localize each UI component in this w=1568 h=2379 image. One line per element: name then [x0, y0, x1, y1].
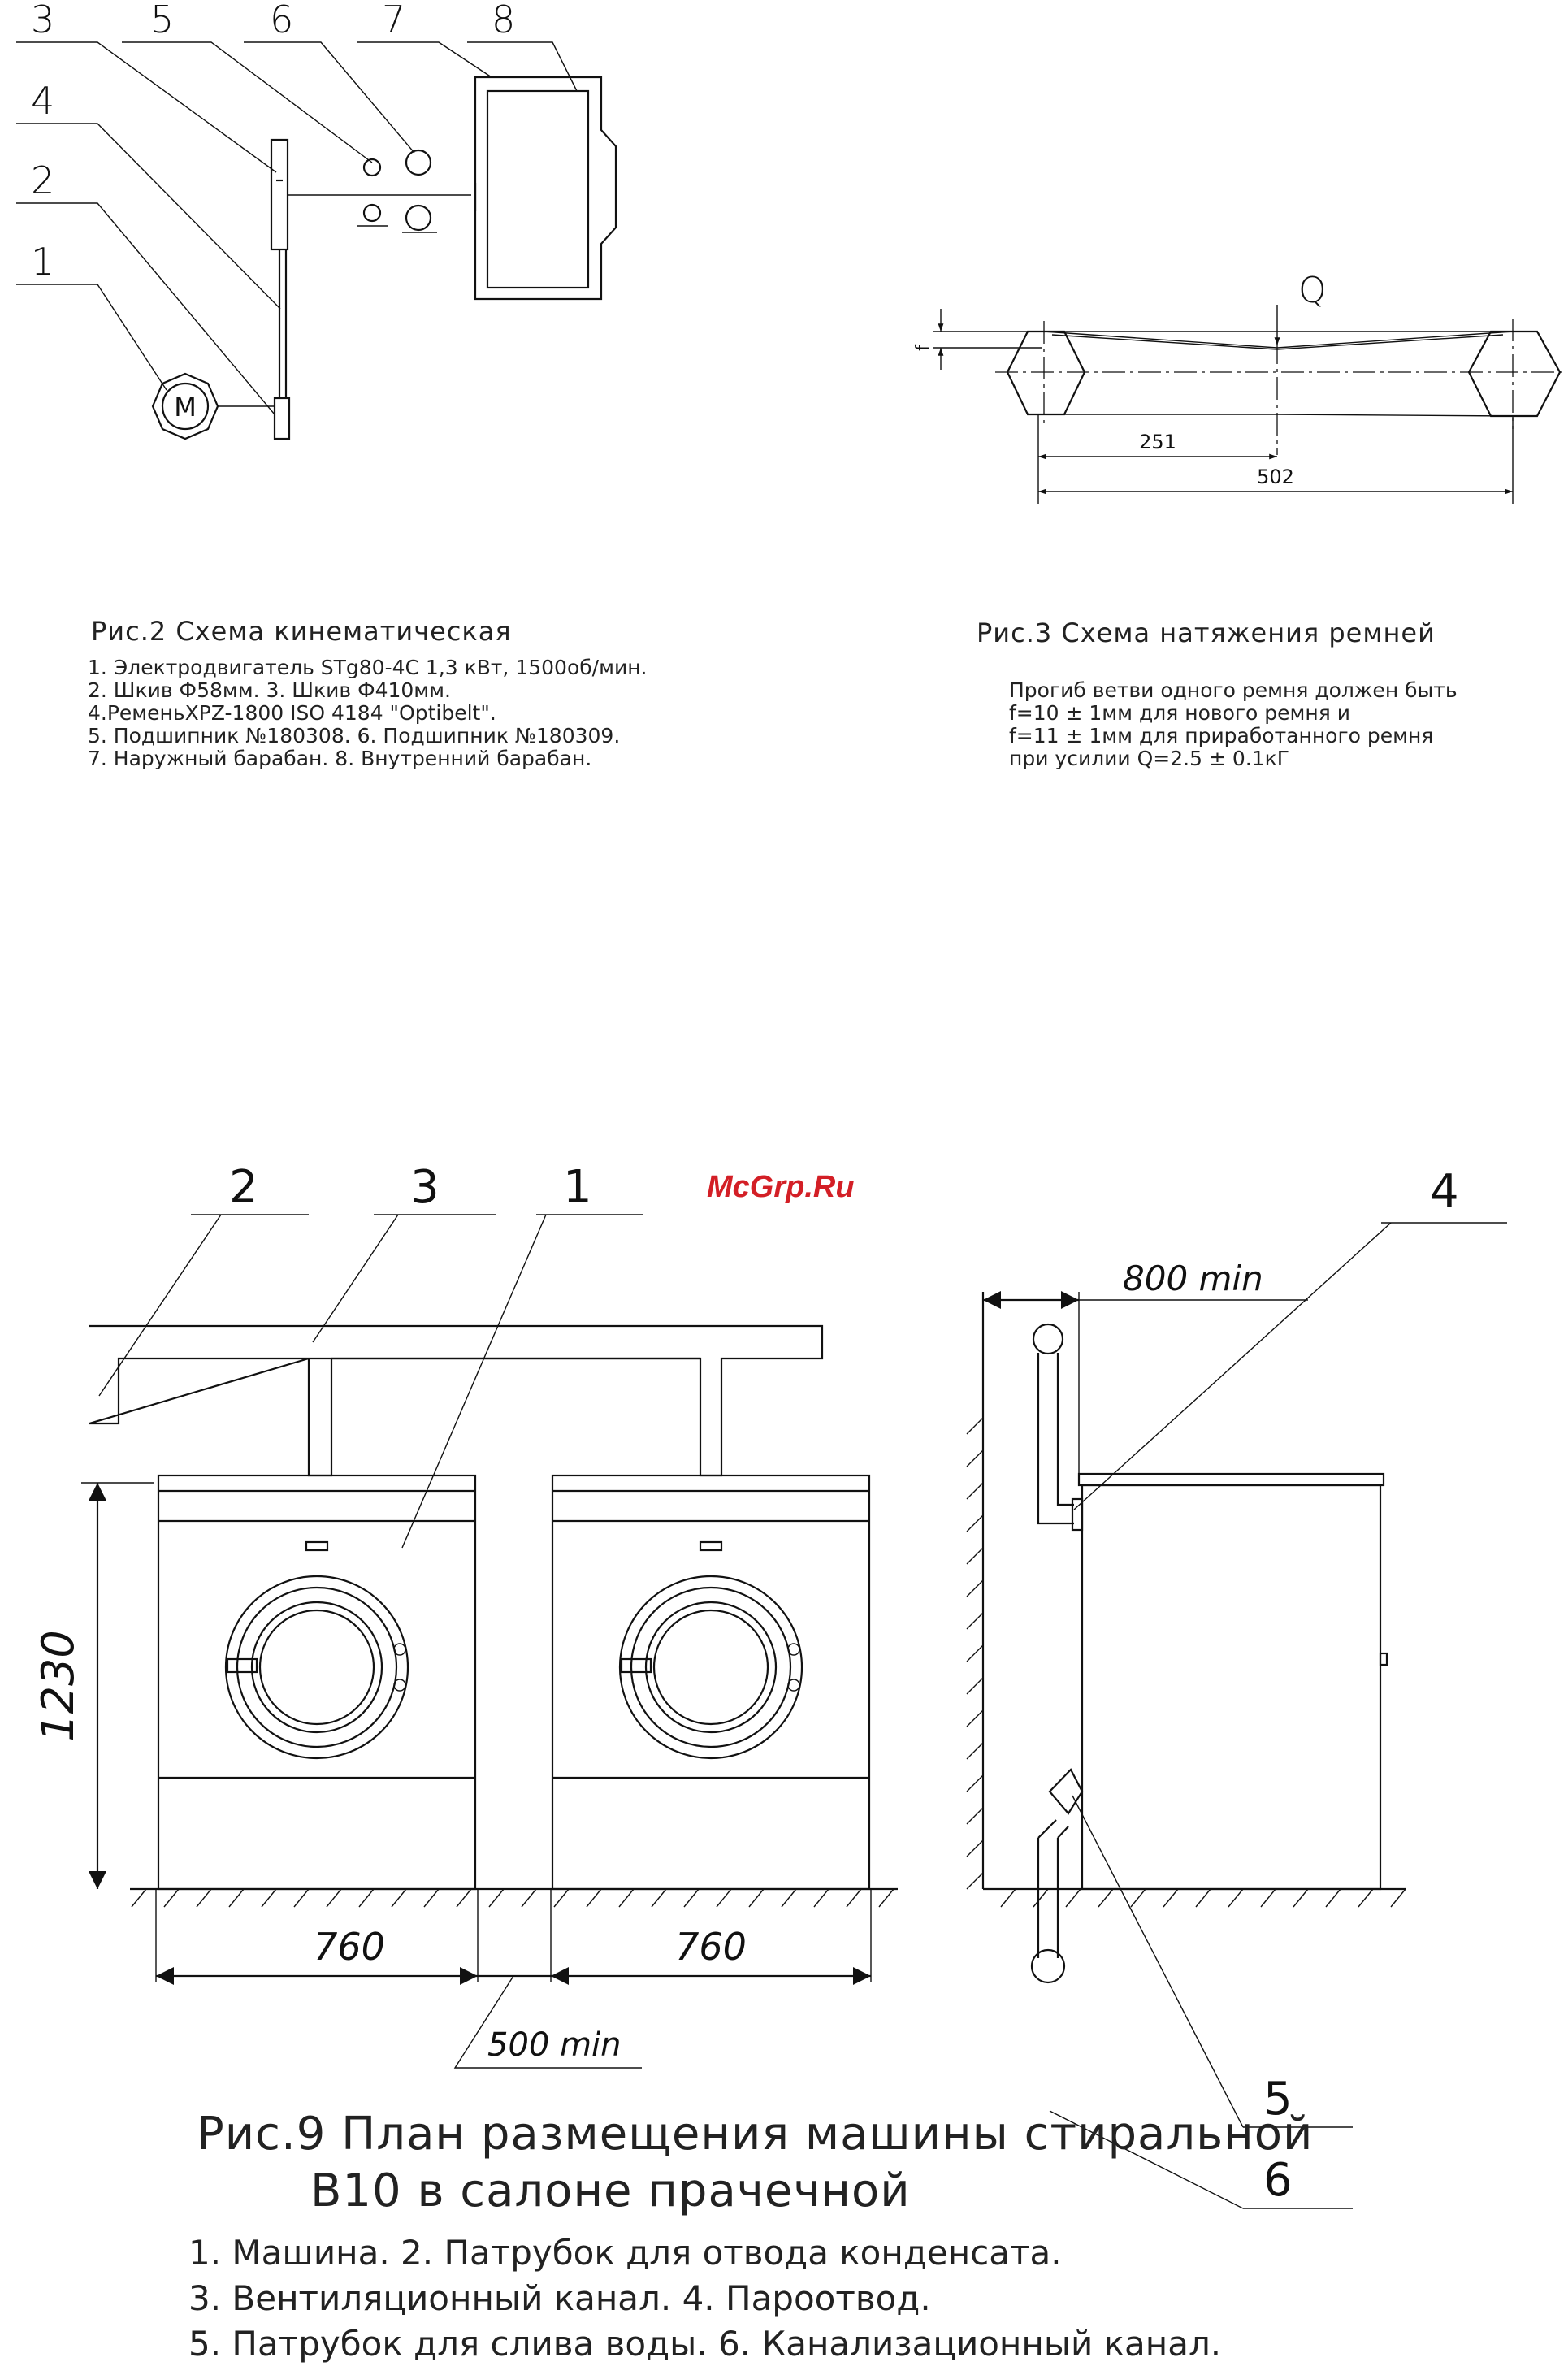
bearing-6-top — [405, 149, 432, 176]
fig9-callout-6: 6 — [1263, 2154, 1293, 2207]
steam-outlet-pipe — [1037, 1353, 1074, 1525]
steam-outlet-pipe-end — [1032, 1323, 1064, 1355]
washing-machine-left — [157, 1474, 477, 1891]
fig9-callout-1: 1 — [563, 1161, 592, 1214]
fig2-caption: Рис.2 Схема кинематическая 1. Электродви… — [88, 616, 648, 770]
dim-502-label: 502 — [1257, 466, 1294, 488]
fig9-callout-4: 4 — [1430, 1165, 1459, 1218]
force-label: Q — [1298, 270, 1327, 311]
fig9-legend: 1. Машина. 2. Патрубок для отвода конден… — [188, 2230, 1221, 2367]
inner-drum — [486, 89, 590, 289]
sewer-channel — [1030, 1948, 1066, 1984]
floor-hatch — [131, 1888, 894, 1908]
machine-side-body — [1081, 1484, 1382, 1891]
bearing-5-top — [362, 158, 382, 177]
fig2-leader-7 — [357, 41, 492, 78]
fig2-leader-2 — [16, 202, 275, 415]
dim-251-label: 251 — [1139, 431, 1176, 453]
fig9-leader-4 — [1073, 1222, 1392, 1510]
fig2-leader-3 — [16, 41, 277, 173]
motor-label: M — [174, 392, 197, 422]
fig9-leader-1 — [401, 1214, 547, 1549]
fig3-note-line: f=11 ± 1мм для приработанного ремня — [1009, 724, 1434, 748]
fig9-legend-line: 5. Патрубок для слива воды. 6. Канализац… — [188, 2324, 1222, 2364]
belt-deflected — [1043, 331, 1514, 349]
dim-width-left-label: 760 — [314, 1925, 385, 1969]
fig9-title-line-1: Рис.9 План размещения машины стиральной — [197, 2108, 1314, 2160]
fig2-legend-line: 4.РеменьXPZ-1800 ISO 4184 "Optibelt". — [88, 701, 496, 725]
fig2-title: Рис.2 Схема кинематическая — [91, 616, 512, 647]
fig2-kinematic-diagram: 3 5 6 7 8 4 2 1 M — [16, 0, 617, 440]
bearing-6-bottom — [405, 204, 432, 232]
fig2-leader-4 — [16, 123, 281, 310]
fig2-leader-5 — [122, 41, 373, 163]
fig2-legend-line: 2. Шкив Ф58мм. 3. Шкив Ф410мм. — [88, 678, 451, 702]
fig9-leader-3 — [312, 1214, 399, 1343]
fig2-legend-line: 5. Подшипник №180308. 6. Подшипник №1803… — [88, 724, 621, 748]
dim-width-right-label: 760 — [675, 1925, 747, 1969]
fig9-caption: Рис.9 План размещения машины стиральной … — [197, 2106, 1313, 2220]
fig2-legend-line: 1. Электродвигатель STg80-4C 1,3 кВт, 15… — [88, 656, 648, 679]
fig9-callout-3: 3 — [410, 1161, 440, 1214]
motor-symbol — [161, 382, 210, 431]
fig2-callout-8: 8 — [492, 0, 515, 41]
fig9-callout-5: 5 — [1263, 2073, 1293, 2126]
tension-pulley-right — [1467, 330, 1562, 418]
small-pulley — [273, 396, 291, 440]
side-floor-hatch — [1000, 1888, 1406, 1908]
deflection-label: f — [913, 344, 933, 351]
fig2-callout-3: 3 — [31, 0, 54, 41]
drain-pipe — [1037, 1819, 1069, 1958]
fig9-legend-line: 1. Машина. 2. Патрубок для отвода конден… — [188, 2233, 1062, 2273]
fig9-title-line-2: В10 в салоне прачечной — [310, 2164, 911, 2217]
fig2-callout-1: 1 — [31, 240, 54, 284]
fig3-belt-tension-diagram: Q f 251 502 — [913, 270, 1564, 504]
large-pulley — [270, 138, 289, 251]
side-view: 800 min — [966, 1259, 1406, 1984]
fig9-leader-2 — [98, 1214, 222, 1397]
fig3-caption: Рис.3 Схема натяжения ремней Прогиб ветв… — [977, 618, 1458, 770]
dim-gap-leader — [453, 1975, 642, 2069]
fig9-leader-5 — [1072, 1795, 1244, 2128]
drain-nozzle — [1048, 1768, 1084, 1815]
bearing-5-bottom — [362, 203, 382, 223]
fig3-note-line: f=10 ± 1мм для нового ремня и — [1009, 701, 1350, 725]
outer-drum — [474, 76, 617, 301]
fig2-callout-6: 6 — [270, 0, 293, 41]
tension-pulley-left — [1006, 330, 1086, 416]
fig2-callout-4: 4 — [31, 79, 54, 123]
fig9-placement-plan: 2 3 1 4 5 6 — [32, 1161, 1507, 2209]
fig3-note-line: при усилии Q=2.5 ± 0.1кГ — [1009, 747, 1289, 770]
fig2-callout-5: 5 — [150, 0, 174, 41]
fig9-legend-line: 3. Вентиляционный канал. 4. Пароотвод. — [188, 2278, 931, 2318]
fig3-title: Рис.3 Схема натяжения ремней — [977, 618, 1436, 648]
fig2-callout-7: 7 — [382, 0, 405, 41]
fig3-note-line: Прогиб ветви одного ремня должен быть — [1009, 678, 1458, 702]
fig2-leader-1 — [16, 284, 167, 391]
fig2-callout-2: 2 — [31, 158, 54, 202]
motor-housing — [151, 372, 219, 440]
fig2-leader-6 — [244, 41, 415, 154]
dim-clearance-label: 800 min — [1123, 1259, 1263, 1298]
ventilation-duct — [89, 1324, 824, 1477]
fig9-leader-6 — [1049, 2110, 1244, 2209]
washing-machine-right — [551, 1474, 871, 1891]
fig2-legend-line: 7. Наружный барабан. 8. Внутренний бараб… — [88, 747, 592, 770]
dim-gap-label: 500 min — [487, 2026, 622, 2064]
dim-height-label: 1230 — [32, 1630, 84, 1741]
wall-hatch — [966, 1417, 984, 1890]
watermark-logo: McGrp.Ru — [707, 1170, 855, 1204]
fig2-leader-8 — [467, 41, 578, 92]
fig9-callout-2: 2 — [229, 1161, 258, 1214]
